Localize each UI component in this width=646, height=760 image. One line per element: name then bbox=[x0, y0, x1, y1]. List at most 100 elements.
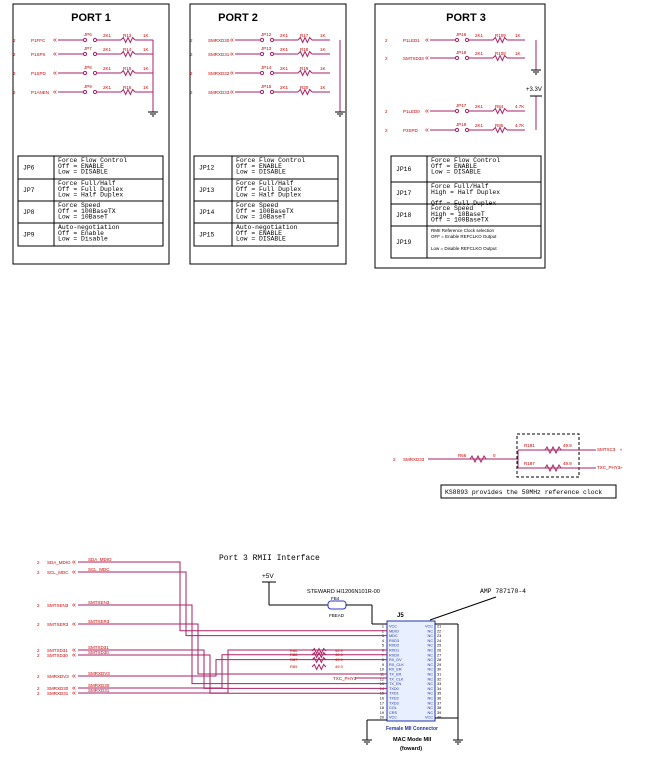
table-option: High = Half Duplex bbox=[431, 189, 500, 196]
connector-pin-name: RX_DV bbox=[389, 658, 402, 662]
row-pin: 2 bbox=[13, 71, 16, 76]
connector-pin-name-right: NC bbox=[428, 682, 434, 686]
table-option: Off = Enable bbox=[58, 230, 104, 237]
ferrite-ref: FB4 bbox=[331, 596, 340, 601]
connector-pin-name-right: NC bbox=[428, 673, 434, 677]
connector-pin-name-right: VCC bbox=[425, 716, 433, 720]
row-r1: 2K1 bbox=[103, 66, 112, 71]
rmii-net-pin: 2 bbox=[37, 570, 40, 575]
row-pin: 2 bbox=[13, 52, 16, 57]
rmii-net-name: SMTXER3 bbox=[47, 622, 69, 627]
txc-net: TXC_PHY3 bbox=[333, 676, 357, 681]
table-option: Off = Full Duplex bbox=[58, 186, 123, 193]
connector-pin-number-right: 25 bbox=[437, 644, 441, 648]
row-rval: 4.7K bbox=[515, 104, 524, 109]
connector-pin-number: 19 bbox=[380, 711, 384, 715]
connector-pin-name-right: NC bbox=[428, 649, 434, 653]
connector-pin-name-right: NC bbox=[428, 697, 434, 701]
rmii-net-pin: 2 bbox=[37, 648, 40, 653]
row-net: P1LED1 bbox=[403, 38, 420, 43]
table-jumper: JP15 bbox=[199, 232, 215, 239]
connector-pin-name: RXD1 bbox=[389, 649, 399, 653]
connector-pin-number: 1 bbox=[382, 625, 384, 629]
connector-pin-name: TX_ER bbox=[389, 673, 401, 677]
row-jumper: JP9 bbox=[84, 84, 92, 89]
table-option: Off = Full Duplex bbox=[236, 186, 301, 193]
rmii-net-arrow: « bbox=[72, 559, 76, 566]
table-title: Auto-negotiation bbox=[58, 224, 120, 231]
table-jumper: JP16 bbox=[396, 166, 412, 173]
table-jumper: JP9 bbox=[23, 232, 35, 239]
table-title: Force Flow Control bbox=[58, 157, 127, 164]
row-jumper: JP6 bbox=[84, 32, 92, 37]
row-net: SMRXD33 bbox=[208, 90, 230, 95]
refclk-r-top-val: 49.9 bbox=[563, 443, 572, 448]
row-net: SMRXD30 bbox=[208, 38, 230, 43]
table-option: Low = 10BaseT bbox=[58, 214, 108, 221]
table-option: Low = DISABLE bbox=[58, 169, 108, 176]
refclk-net-in: SMRXD33 bbox=[403, 457, 425, 462]
row-arrow: « bbox=[230, 70, 234, 77]
rmii-net-alias: SMRXD30 bbox=[88, 683, 110, 688]
row-pin: 2 bbox=[190, 38, 193, 43]
row-net: P1ANEN bbox=[31, 90, 49, 95]
rmii-supply: +5V bbox=[262, 573, 274, 580]
table-jumper: JP12 bbox=[199, 165, 215, 172]
table-option: Off = 100BaseTX bbox=[236, 208, 294, 215]
row-jumper: JP13 bbox=[261, 46, 272, 51]
series-resistor-ref: R89 bbox=[290, 664, 298, 669]
connector-pin-name-right: NC bbox=[428, 711, 434, 715]
row-rval: 1K bbox=[320, 33, 326, 38]
connector-pin-number: 17 bbox=[380, 701, 384, 705]
table-title: Force Speed bbox=[431, 205, 473, 212]
table-jumper: JP8 bbox=[23, 209, 35, 216]
row-net: P1LED0 bbox=[403, 109, 420, 114]
table-option: High = 10BaseT bbox=[431, 211, 485, 218]
port1-title: PORT 1 bbox=[71, 12, 111, 24]
connector-part: AMP 787170-4 bbox=[480, 588, 526, 595]
connector-pin-name: RXD0 bbox=[389, 653, 399, 657]
row-jumper: JP7 bbox=[84, 46, 92, 51]
connector-pin-name: TXD0 bbox=[389, 687, 399, 691]
row-arrow: « bbox=[53, 70, 57, 77]
row-r1: 2K1 bbox=[103, 33, 112, 38]
connector-pin-number-right: 26 bbox=[437, 649, 441, 653]
port1-frame bbox=[12, 3, 170, 265]
caption-forward: (foward) bbox=[400, 746, 422, 752]
series-resistor-val: 49.9 bbox=[335, 652, 344, 657]
table-option: Off = ENABLE bbox=[431, 163, 477, 170]
table-option: Off = ENABLE bbox=[236, 163, 282, 170]
refclk-r-in-val: 0 bbox=[493, 453, 496, 458]
table-jumper: JP18 bbox=[396, 212, 412, 219]
rmii-net-name: SMRXD31 bbox=[47, 691, 69, 696]
row-rval: 1K bbox=[320, 47, 326, 52]
row-r1: 2K1 bbox=[280, 66, 289, 71]
connector-pin-number-right: 35 bbox=[437, 692, 441, 696]
table-jumper: JP17 bbox=[396, 190, 412, 197]
row-pin: 2 bbox=[385, 128, 388, 133]
connector-pin-name: RXD3 bbox=[389, 639, 399, 643]
connector-pin-name-right: NC bbox=[428, 663, 434, 667]
